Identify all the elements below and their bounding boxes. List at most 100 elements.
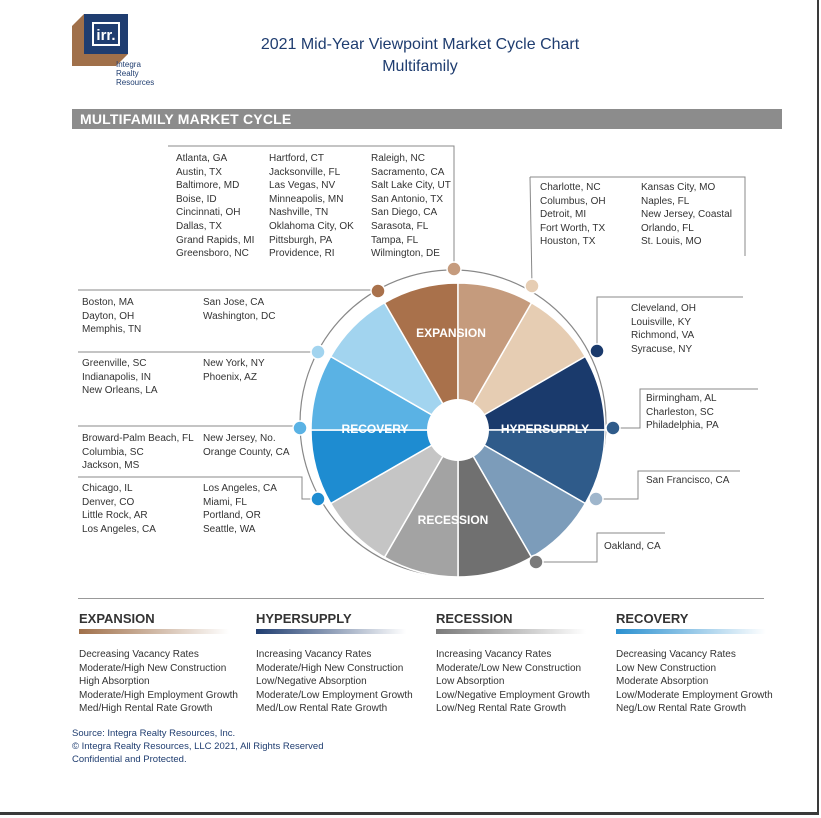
footer-copyright: © Integra Realty Resources, LLC 2021, Al… [72, 741, 324, 752]
list-item: Boston, MA [82, 297, 134, 308]
list-item: Med/High Rental Rate Growth [79, 703, 213, 715]
list-item: Neg/Low Rental Rate Growth [616, 703, 747, 715]
cycle-position-marker [605, 420, 621, 436]
list-item: Greenville, SC [82, 358, 147, 369]
list-item: Hartford, CT [269, 153, 325, 164]
list-item: Sarasota, FL [371, 220, 429, 232]
list-item: Greensboro, NC [176, 248, 249, 260]
list-item: Memphis, TN [82, 324, 142, 336]
phase-label-expansion: EXPANSION [416, 326, 486, 340]
list-item: Syracuse, NY [631, 343, 693, 355]
list-item: Dayton, OH [82, 310, 135, 322]
list-item: Denver, CO [82, 496, 135, 508]
list-item: Providence, RI [269, 248, 335, 260]
page-title: 2021 Mid-Year Viewpoint Market Cycle Cha… [260, 36, 580, 53]
cycle-position-marker [528, 554, 544, 570]
cycle-position-marker [524, 278, 540, 294]
list-item: Increasing Vacancy Rates [436, 649, 552, 660]
list-item: Dallas, TX [176, 220, 222, 232]
legend-gradient [256, 629, 406, 634]
list-item: High Absorption [79, 676, 150, 688]
list-item: Moderate Absorption [616, 676, 709, 688]
cycle-position-marker [589, 343, 605, 359]
market-list-left1-col2: San Jose, CA Washington, DC [203, 296, 275, 323]
section-title: MULTIFAMILY MARKET CYCLE [80, 111, 292, 127]
list-item: Sacramento, CA [371, 166, 445, 178]
legend-gradient [79, 629, 229, 634]
market-list-right3: San Francisco, CA [646, 474, 729, 488]
legend-title: EXPANSION [79, 611, 155, 626]
cycle-position-marker [310, 344, 326, 360]
cycle-position-marker [292, 420, 308, 436]
list-item: Cincinnati, OH [176, 207, 241, 219]
cycle-position-marker [370, 283, 386, 299]
list-item: Phoenix, AZ [203, 371, 257, 383]
market-list-left1-col1: Boston, MA Dayton, OH Memphis, TN [82, 296, 141, 337]
cycle-wedge [457, 282, 533, 433]
legend-title: HYPERSUPPLY [256, 611, 352, 626]
list-item: Kansas City, MO [641, 182, 716, 193]
list-item: Pittsburgh, PA [269, 234, 333, 246]
logo-mark: irr. [96, 27, 115, 44]
list-item: New Jersey, Coastal [641, 209, 732, 221]
connector-lines [78, 145, 758, 563]
list-item: Charlotte, NC [540, 182, 601, 193]
legend-gradient [436, 629, 586, 634]
list-item: Atlanta, GA [176, 153, 228, 164]
list-item: Moderate/Low Employment Growth [256, 689, 413, 701]
list-item: Salt Lake City, UT [371, 180, 451, 192]
section-header-bar: MULTIFAMILY MARKET CYCLE [72, 109, 782, 129]
list-item: Houston, TX [540, 236, 596, 248]
list-item: Las Vegas, NV [269, 180, 336, 192]
list-item: Moderate/Low New Construction [436, 662, 582, 674]
footer-source: Source: Integra Realty Resources, Inc. [72, 728, 236, 739]
list-item: Detroit, MI [540, 209, 587, 221]
footer: Source: Integra Realty Resources, Inc. ©… [72, 727, 324, 766]
list-item: Moderate/High New Construction [256, 662, 404, 674]
list-item: Jackson, MS [82, 460, 140, 472]
phase-label-hypersupply: HYPERSUPPLY [501, 422, 589, 436]
list-item: Naples, FL [641, 195, 690, 207]
legend-title: RECOVERY [616, 611, 689, 626]
cycle-position-marker [446, 261, 462, 277]
list-item: Nashville, TN [269, 207, 329, 219]
phase-label-recovery: RECOVERY [342, 422, 409, 436]
list-item: Grand Rapids, MI [176, 234, 255, 246]
list-item: Miami, FL [203, 496, 247, 508]
list-item: Increasing Vacancy Rates [256, 649, 372, 660]
list-item: Los Angeles, CA [203, 483, 277, 494]
list-item: Cleveland, OH [631, 303, 697, 314]
list-item: Orange County, CA [203, 446, 290, 458]
list-item: San Diego, CA [371, 207, 438, 219]
list-item: Portland, OR [203, 510, 261, 522]
list-item: Tampa, FL [371, 234, 419, 246]
list-item: Washington, DC [203, 310, 276, 322]
list-item: Minneapolis, MN [269, 193, 344, 205]
list-item: Low/Moderate Employment Growth [616, 689, 773, 701]
list-item: Raleigh, NC [371, 153, 425, 164]
list-item: Fort Worth, TX [540, 222, 606, 234]
legend-gradient [616, 629, 766, 634]
legend-title: RECESSION [436, 611, 513, 626]
list-item: Decreasing Vacancy Rates [616, 649, 736, 660]
list-item: Los Angeles, CA [82, 523, 156, 535]
cycle-position-marker [588, 491, 604, 507]
list-item: San Jose, CA [203, 297, 265, 308]
list-item: San Francisco, CA [646, 475, 730, 486]
